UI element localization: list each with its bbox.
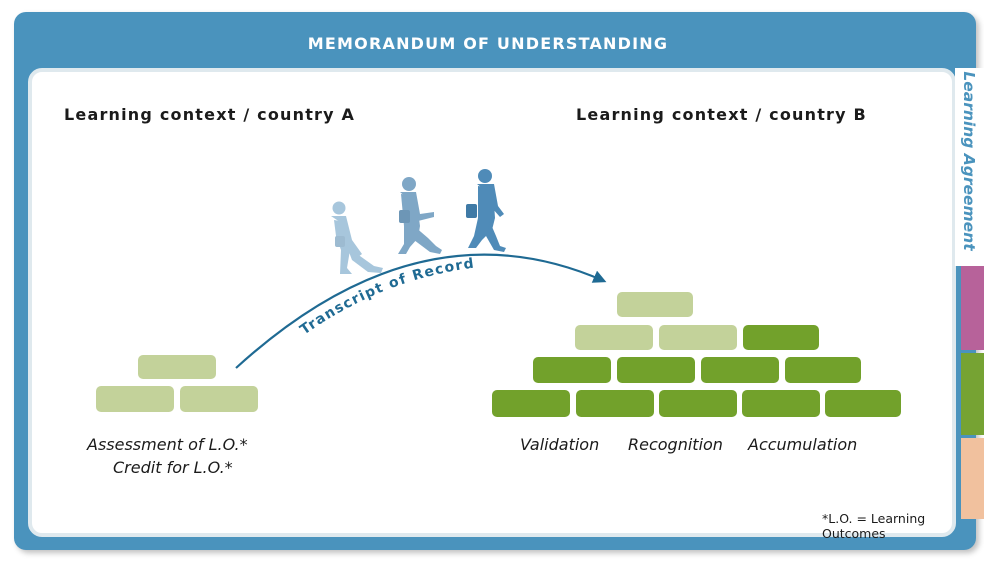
mou-title: MEMORANDUM OF UNDERSTANDING xyxy=(307,33,669,53)
brick xyxy=(617,357,695,383)
brick xyxy=(180,386,258,412)
side-tab-purple xyxy=(961,266,984,350)
recognition-caption: Recognition xyxy=(628,435,723,454)
brick xyxy=(576,390,654,417)
validation-caption: Validation xyxy=(520,435,600,454)
assessment-caption: Assessment of L.O.* xyxy=(87,435,248,454)
brick xyxy=(743,325,819,350)
walking-figure-left xyxy=(331,201,383,274)
brick xyxy=(533,357,611,383)
brick xyxy=(96,386,174,412)
footnote: *L.O. = Learning Outcomes xyxy=(822,511,926,541)
brick xyxy=(659,390,737,417)
right-brick-pyramid xyxy=(492,292,901,417)
brick xyxy=(617,292,693,317)
walking-figure-middle xyxy=(398,177,442,254)
side-tab-peach xyxy=(961,438,984,519)
brick xyxy=(659,325,737,350)
brick xyxy=(575,325,653,350)
content-panel xyxy=(28,68,956,537)
side-tab-green xyxy=(961,353,984,435)
brick xyxy=(825,390,901,417)
context-a-heading: Learning context / country A xyxy=(64,105,356,124)
learning-agreement-tab xyxy=(955,68,984,266)
brick xyxy=(492,390,570,417)
credit-caption: Credit for L.O.* xyxy=(113,458,233,477)
left-brick-stack xyxy=(96,355,258,412)
brick xyxy=(138,355,216,379)
walking-figure-right xyxy=(466,169,506,252)
brick xyxy=(701,357,779,383)
accumulation-caption: Accumulation xyxy=(748,435,858,454)
context-b-heading: Learning context / country B xyxy=(576,105,867,124)
transcript-of-record-label: Transcript of Record xyxy=(297,256,476,339)
brick xyxy=(742,390,820,417)
brick xyxy=(785,357,861,383)
transfer-arrow xyxy=(235,253,607,369)
